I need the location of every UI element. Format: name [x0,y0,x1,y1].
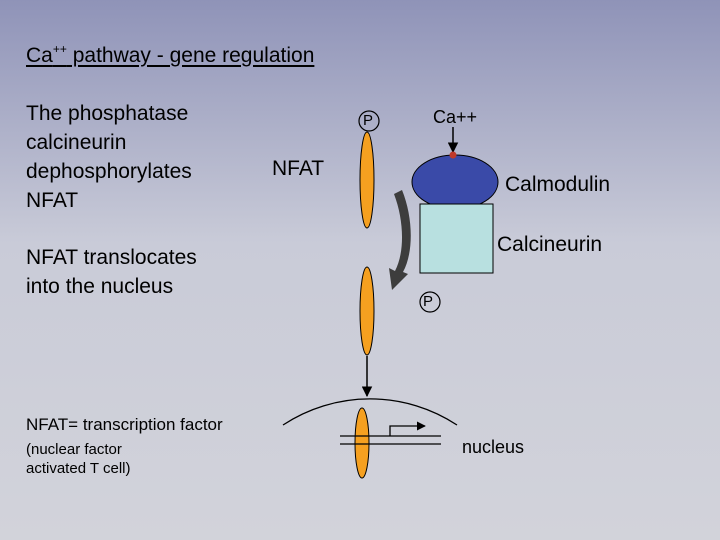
calcineurin-label: Calcineurin [497,233,603,256]
nucleus-label: nucleus [462,437,525,457]
calmodulin-label: Calmodulin [505,173,611,196]
phosphate-circle-bottom [419,291,441,313]
calcium-ion [449,151,457,159]
transcription-start-arrow [389,421,426,436]
slide-title: Ca++ pathway - gene regulation [26,42,315,67]
nfat-definition: NFAT= transcription factor [26,415,223,434]
dephosphorylation-text: The phosphatase calcineurin dephosphoryl… [26,102,192,212]
calcineurin-shape [419,203,494,274]
phosphate-label-top: P [363,112,374,129]
phosphate-circle-top [358,110,380,132]
nfat-abbreviation: (nuclear factor activated T cell) [26,441,131,477]
calmodulin-shape [411,154,499,210]
phosphate-label-bottom: P [423,293,434,310]
translocation-text: NFAT translocates into the nucleus [26,246,197,298]
nfat-translocating [359,266,375,356]
nuclear-envelope [282,398,458,426]
nfat-nuclear [354,407,370,479]
dephosphorylation-arrow [389,190,411,290]
nfat-label: NFAT [272,157,325,180]
nfat-cytoplasm [359,131,375,229]
calcium-label: Ca++ [433,107,478,127]
